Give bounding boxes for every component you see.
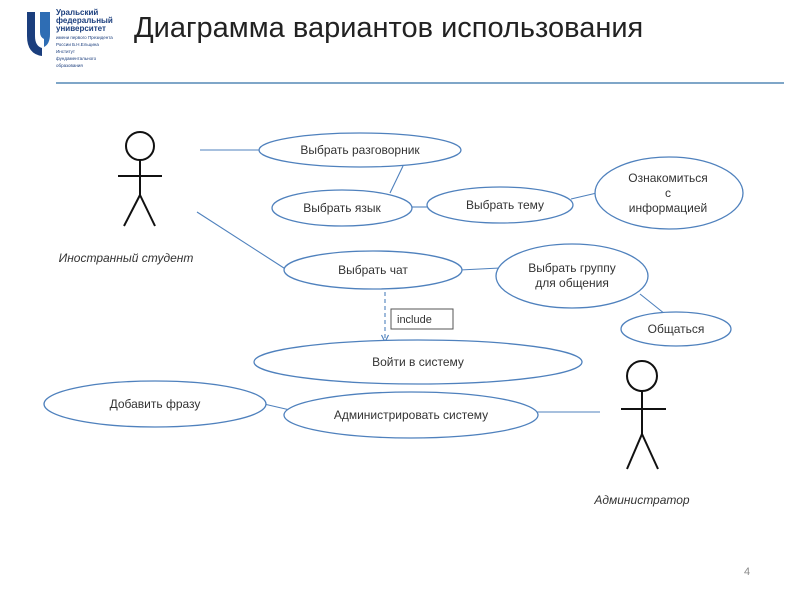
- usecase-choose-chat-label: Выбрать чат: [338, 263, 408, 277]
- logo-line-2: федеральный: [56, 16, 113, 25]
- usecase-login: [253, 339, 583, 385]
- usecase-communicate-label: Общаться: [648, 322, 705, 336]
- admin-actor-icon: [621, 360, 666, 470]
- page-number: 4: [744, 566, 751, 578]
- usecase-choose-group-label-2: для общения: [535, 276, 609, 290]
- usecase-choose-topic: [426, 186, 574, 224]
- usecase-read-info-label-3: информацией: [629, 201, 707, 215]
- usecase-add-phrase-label: Добавить фразу: [110, 397, 201, 411]
- assoc-phrasebook-language: [389, 165, 404, 194]
- logo-inst-1: Институт: [56, 49, 75, 54]
- usecase-choose-group: [495, 243, 649, 309]
- usecase-choose-language: [271, 189, 413, 227]
- include-label-box: [390, 308, 454, 330]
- logo-inst-2: фундаментального: [56, 56, 97, 61]
- student-actor-label: Иностранный студент: [59, 251, 194, 265]
- usecase-choose-language-label: Выбрать язык: [303, 201, 381, 215]
- assoc-addphrase-administer: [263, 403, 291, 411]
- usecase-choose-chat: [283, 250, 463, 290]
- logo-inst-3: образования: [56, 63, 83, 68]
- usecase-administer-label: Администрировать систему: [334, 408, 488, 422]
- include-label: include: [397, 314, 432, 326]
- usecase-choose-topic-label: Выбрать тему: [466, 198, 544, 212]
- student-actor-icon: [118, 131, 162, 227]
- usecase-read-info-label-2: с: [665, 186, 671, 200]
- assoc-student-chat: [196, 211, 288, 271]
- usecase-add-phrase: [43, 380, 267, 428]
- usecase-communicate: [620, 311, 732, 347]
- admin-actor-label: Администратор: [593, 493, 690, 507]
- logo-line-3: университет: [56, 24, 106, 33]
- usecase-administer: [283, 391, 539, 439]
- header-divider: [56, 82, 784, 84]
- ural-u-logo-icon: [27, 12, 50, 56]
- association-lines: [196, 149, 671, 413]
- logo-text: Уральский федеральный университет имени …: [56, 8, 136, 69]
- usecase-read-info-label-1: Ознакомиться: [628, 171, 707, 185]
- university-logo: Уральский федеральный университет имени …: [24, 8, 134, 88]
- logo-sub-1: имени первого Президента: [56, 35, 113, 40]
- assoc-chat-group: [459, 267, 501, 271]
- usecase-login-label: Войти в систему: [372, 355, 464, 369]
- slide-title: Диаграмма вариантов использования: [134, 12, 644, 44]
- logo-sub-2: России Б.Н.Ельцина: [56, 42, 99, 47]
- usecase-choose-group-label-1: Выбрать группу: [528, 261, 616, 275]
- usecase-read-info: [594, 156, 744, 230]
- usecase-choose-phrasebook-label: Выбрать разговорник: [300, 143, 420, 157]
- logo-line-1: Уральский: [56, 8, 99, 17]
- usecase-choose-phrasebook: [258, 132, 462, 168]
